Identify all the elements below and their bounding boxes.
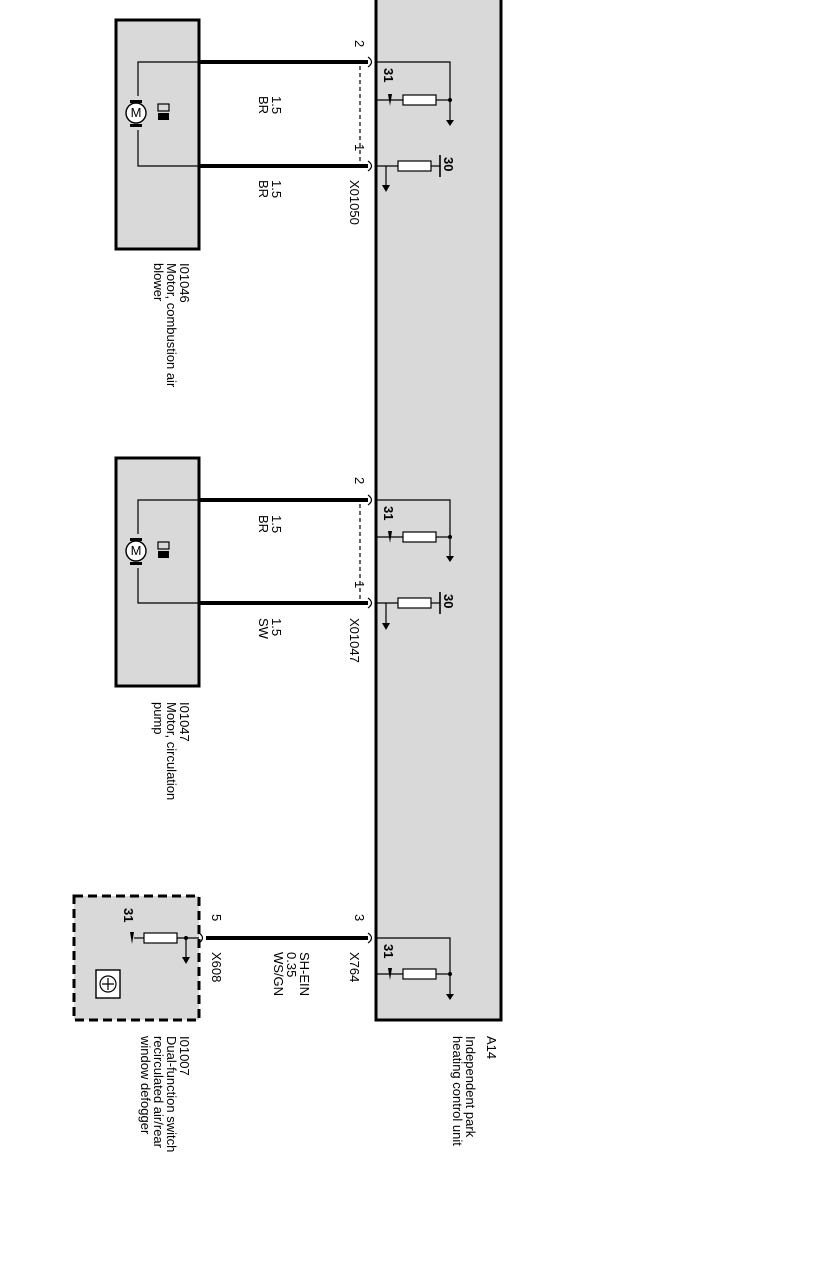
blower-pin-bottom: 1 <box>352 144 367 151</box>
switch-signal-name: SH-EIN <box>297 952 312 996</box>
blower-supply-circuit: 30 <box>376 155 456 192</box>
blower-name-line2: blower <box>151 263 166 302</box>
pump-motor-symbol: M <box>131 543 142 558</box>
blower-interference-icon <box>157 103 170 112</box>
blower-wire-bottom-size: 1.5 <box>269 180 284 198</box>
pump-wire-top-size: 1.5 <box>269 515 284 533</box>
blower-motor-group: M 1.5 BR 1.5 BR 2 1 X01050 <box>114 18 456 388</box>
switch-id: I01007 <box>177 1036 192 1076</box>
switch-name-line1: Dual-function switch <box>164 1036 179 1152</box>
blower-name-line1: Motor, combustion air <box>164 263 179 388</box>
pump-pin-top: 2 <box>352 477 367 484</box>
switch-box <box>72 894 201 1022</box>
blower-ground-label: 31 <box>381 68 396 82</box>
pump-name-line1: Motor, circulation <box>164 702 179 800</box>
blower-ground-circuit: 31 <box>375 61 454 126</box>
blower-connector: X01050 <box>347 180 362 225</box>
blower-supply-label: 30 <box>441 157 456 171</box>
unit-ground-label: 31 <box>381 944 396 958</box>
pump-motor-group: M 1.5 BR 1.5 SW 2 1 X01047 31 <box>114 456 456 800</box>
blower-id: I01046 <box>177 263 192 303</box>
switch-wire-color: WS/GN <box>271 952 286 996</box>
unit-connector-x764: X764 <box>347 952 362 982</box>
pump-ground-circuit: 31 <box>375 499 454 562</box>
pump-wire-bottom-size: 1.5 <box>269 618 284 636</box>
switch-ground-label: 31 <box>121 908 136 922</box>
control-unit-a14 <box>374 0 503 1022</box>
pump-interference-icon <box>157 541 170 550</box>
pump-wire-top-color: BR <box>256 515 271 533</box>
blower-pin-top: 2 <box>352 40 367 47</box>
pump-motor-box <box>114 456 201 688</box>
pump-ground-label: 31 <box>381 506 396 520</box>
switch-pin: 5 <box>209 914 224 921</box>
control-unit-name-line1: Independent park <box>463 1036 478 1138</box>
control-unit-name-line2: heating control unit <box>450 1036 465 1146</box>
blower-motor-box <box>114 18 201 251</box>
switch-wire-size: 0.35 <box>284 952 299 977</box>
switch-group: 31 5 X608 3 X764 SH-EIN 0.35 WS/GN 31 I0… <box>72 894 454 1152</box>
pump-pin-bottom: 1 <box>352 581 367 588</box>
unit-pin-3: 3 <box>352 914 367 921</box>
switch-defogger-icon <box>95 969 121 999</box>
switch-name-line2: recirculated air/rear <box>151 1036 166 1149</box>
blower-motor-symbol: M <box>131 105 142 120</box>
pump-name-line2: pump <box>151 702 166 735</box>
blower-wire-top-size: 1.5 <box>269 96 284 114</box>
switch-name-line3: window defogger <box>138 1035 153 1135</box>
blower-wire-bottom-color: BR <box>256 180 271 198</box>
pump-connector: X01047 <box>347 618 362 663</box>
pump-wire-bottom-color: SW <box>256 618 271 640</box>
pump-id: I01047 <box>177 702 192 742</box>
pump-supply-label: 30 <box>441 594 456 608</box>
blower-wire-top-color: BR <box>256 96 271 114</box>
control-unit-id: A14 <box>484 1036 499 1059</box>
pump-supply-circuit: 30 <box>376 592 456 630</box>
switch-connector: X608 <box>209 952 224 982</box>
unit-ground-circuit-x764: 31 <box>375 937 454 1000</box>
